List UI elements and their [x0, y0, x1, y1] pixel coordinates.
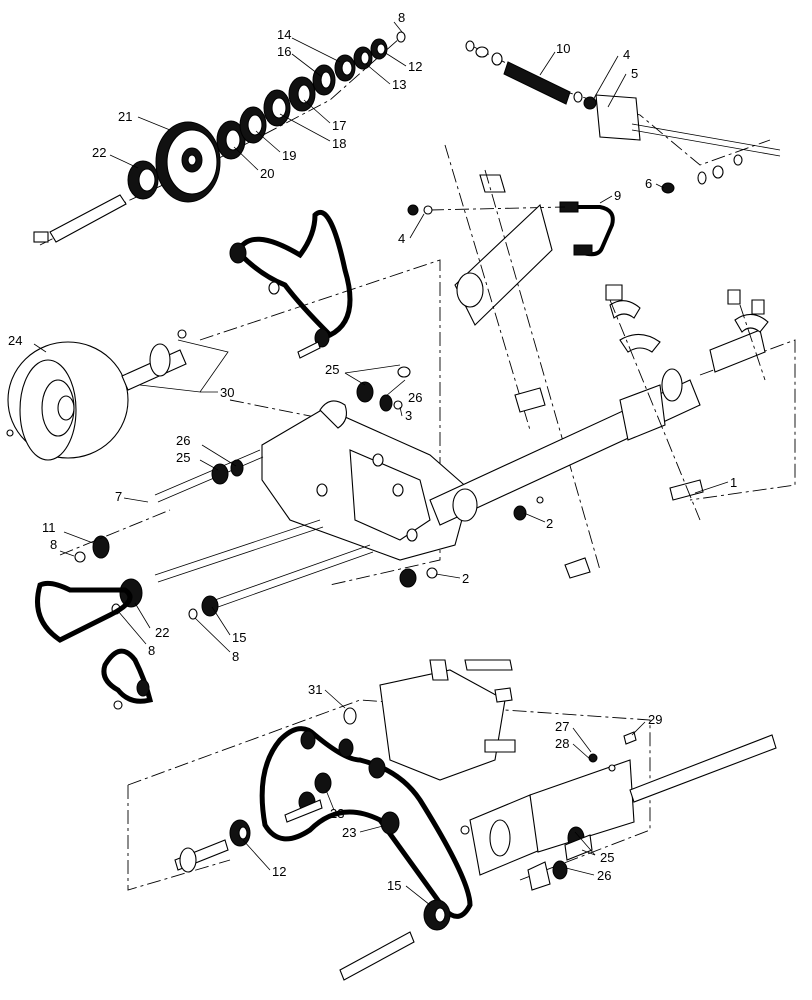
- callout-24: 24: [8, 333, 22, 348]
- upper-gear-stack: [33, 31, 406, 246]
- wheel-24: [6, 341, 129, 461]
- callout-4b: 4: [623, 47, 630, 62]
- callouts: 1 2 2 3 4 4 5 6 7 8 8 8 8 9 10 11 12: [8, 10, 737, 906]
- spring-10: [503, 61, 571, 105]
- callout-10: 10: [556, 41, 570, 56]
- lower-shaft: [339, 931, 415, 981]
- sprocket-stack: [216, 31, 406, 160]
- callout-2a: 2: [546, 516, 553, 531]
- spring-tension-assembly: [465, 40, 781, 194]
- callout-27: 27: [555, 719, 569, 734]
- axle-30: [121, 329, 229, 393]
- square-shaft: [629, 734, 777, 803]
- left-shafts: [59, 366, 527, 620]
- callout-25c: 25: [600, 850, 614, 865]
- callout-5: 5: [631, 66, 638, 81]
- callout-22b: 22: [155, 625, 169, 640]
- callout-26b: 26: [176, 433, 190, 448]
- callout-8b: 8: [50, 537, 57, 552]
- drive-shaft-upper: [33, 194, 127, 243]
- callout-12a: 12: [408, 59, 422, 74]
- main-frame: [199, 259, 796, 586]
- callout-23b: 23: [342, 825, 356, 840]
- callout-17: 17: [332, 118, 346, 133]
- callout-7: 7: [115, 489, 122, 504]
- spring-bracket: [595, 94, 641, 141]
- callout-31: 31: [308, 682, 322, 697]
- callout-8a: 8: [398, 10, 405, 25]
- callout-30: 30: [220, 385, 234, 400]
- callout-1: 1: [730, 475, 737, 490]
- callout-14: 14: [277, 27, 291, 42]
- callout-16: 16: [277, 44, 291, 59]
- callout-8d: 8: [232, 649, 239, 664]
- callout-21: 21: [118, 109, 132, 124]
- callout-8c: 8: [148, 643, 155, 658]
- callout-28: 28: [555, 736, 569, 751]
- upper-belt: [229, 209, 353, 359]
- support-post: [444, 144, 601, 571]
- clamp-hardware: [514, 284, 769, 579]
- callout-25a: 25: [325, 362, 339, 377]
- callout-26c: 26: [597, 868, 611, 883]
- callout-26a: 26: [408, 390, 422, 405]
- callout-13: 13: [392, 77, 406, 92]
- callout-29: 29: [648, 712, 662, 727]
- left-belts: [35, 580, 154, 710]
- callout-19: 19: [282, 148, 296, 163]
- callout-6: 6: [645, 176, 652, 191]
- gear-21: [155, 121, 221, 203]
- callout-11: 11: [42, 520, 56, 535]
- callout-22a: 22: [92, 145, 106, 160]
- callout-18: 18: [332, 136, 346, 151]
- callout-9: 9: [614, 188, 621, 203]
- lower-assembly: [127, 659, 777, 981]
- callout-15a: 15: [232, 630, 246, 645]
- callout-15b: 15: [387, 878, 401, 893]
- callout-25b: 25: [176, 450, 190, 465]
- callout-2b: 2: [462, 571, 469, 586]
- u-bolt-9: [407, 201, 615, 257]
- callout-23a: 23: [330, 806, 344, 821]
- callout-20: 20: [260, 166, 274, 181]
- gear-22-upper: [127, 160, 159, 200]
- callout-4a: 4: [398, 231, 405, 246]
- callout-3: 3: [405, 408, 412, 423]
- callout-12b: 12: [272, 864, 286, 879]
